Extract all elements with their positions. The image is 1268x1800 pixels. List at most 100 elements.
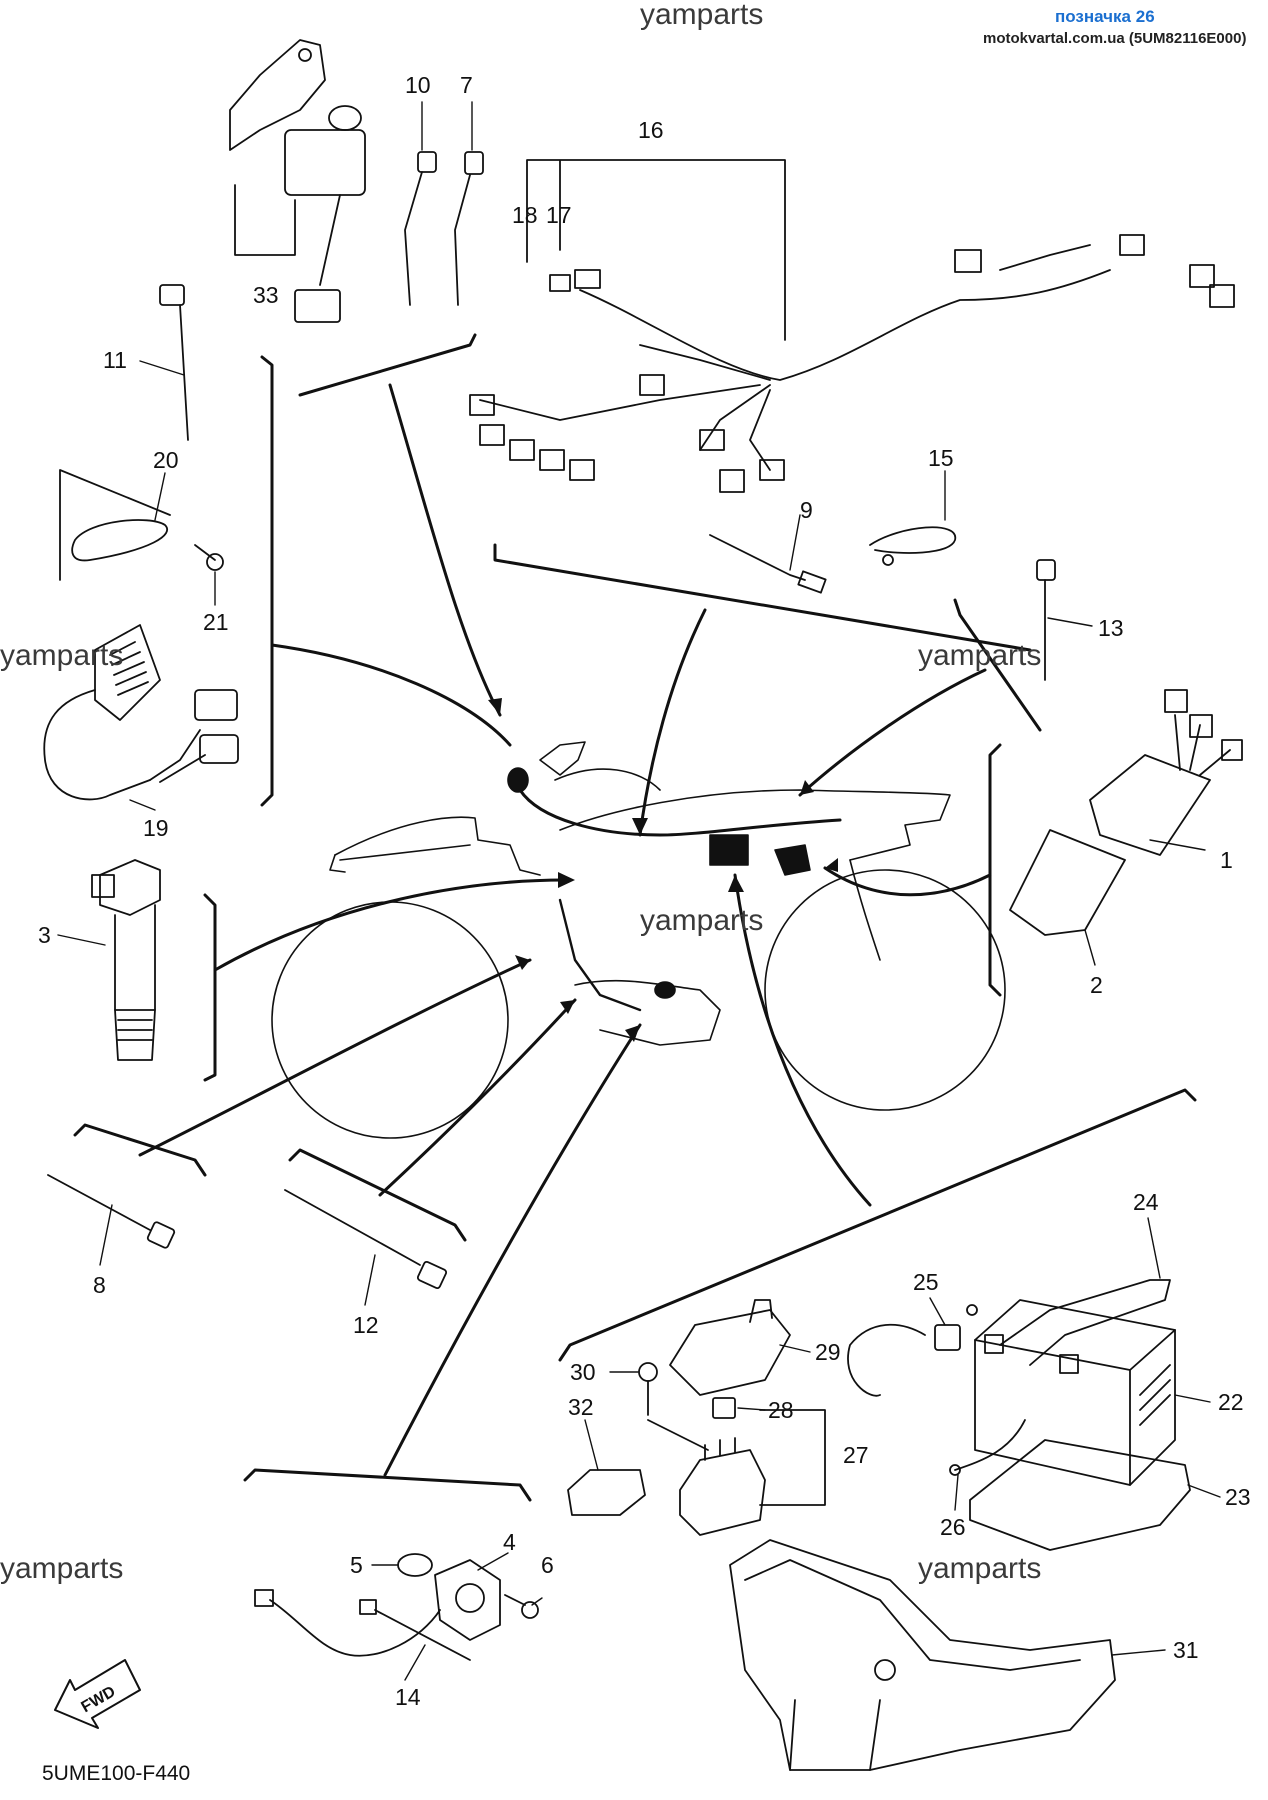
leader-c3 [57, 934, 106, 946]
main-harness-route [518, 788, 842, 837]
cover-tab [749, 1299, 773, 1323]
bolt-21-head [206, 553, 224, 571]
cdi-body [1089, 754, 1211, 856]
tie-strap [404, 171, 423, 306]
battery-box [974, 1299, 1176, 1486]
bracket-8 [73, 1123, 207, 1177]
part-30-bolt [638, 1362, 709, 1451]
part-13-cable-tie [1036, 559, 1056, 681]
leader-c13 [1047, 617, 1093, 627]
tie-head [797, 570, 827, 594]
part-7-cable-tie [454, 151, 484, 306]
leader-c26 [954, 1474, 959, 1511]
part-32-relay [567, 1469, 646, 1516]
callout-leaders [57, 101, 1221, 1681]
leader-lines [73, 333, 1197, 1502]
leader-14-to-bike [383, 1023, 642, 1477]
arrow-9 [728, 875, 744, 892]
bracket-14 [243, 1468, 532, 1502]
arrow-1 [488, 698, 502, 715]
leader-c2 [1084, 929, 1096, 966]
callout-32: 32 [568, 1394, 594, 1420]
header-link[interactable]: позначка 26 [1055, 7, 1155, 26]
lead-wire [269, 1599, 441, 1657]
part-2-cdi-cover [1009, 829, 1126, 936]
bracket-plate [229, 39, 326, 151]
tie-strap [374, 1609, 471, 1661]
bolt-head [638, 1362, 658, 1382]
part-25-lead [847, 1304, 978, 1397]
callout-28: 28 [768, 1397, 794, 1423]
tie-head [159, 284, 185, 306]
callout-6: 6 [541, 1552, 554, 1578]
leader-c1 [1149, 839, 1206, 851]
box-outline [729, 1539, 1116, 1771]
coil-connector [91, 874, 115, 898]
motorcycle-outline [271, 741, 1006, 1139]
cdi-conn-3 [1221, 739, 1243, 761]
rectifier-conn-1 [194, 689, 238, 721]
tie-head [146, 1221, 176, 1249]
screw-shank [504, 1594, 526, 1606]
bolt-21 [194, 544, 216, 561]
harness-conn-1 [574, 269, 601, 289]
arrow-7 [560, 1000, 575, 1014]
fuse-body [712, 1397, 736, 1419]
header-source: motokvartal.com.ua (5UM82116E000) [983, 30, 1246, 47]
pad-outline [969, 1439, 1191, 1551]
lead-eye [966, 1304, 978, 1316]
lead-eye [949, 1464, 961, 1476]
part-10-cable-tie [404, 151, 437, 306]
tie-head [1036, 559, 1056, 581]
arrow-5 [558, 872, 575, 888]
leader-c12 [364, 1254, 376, 1306]
harness-branch-b [699, 384, 771, 451]
tie-strap [47, 1174, 151, 1231]
watermark-right-mid: yamparts [918, 639, 1041, 672]
callout-9: 9 [800, 497, 813, 523]
front-wheel-outline [764, 869, 1006, 1111]
relay-body [567, 1469, 646, 1516]
texts: yamparts позначка 26 motokvartal.com.ua … [0, 0, 1251, 1785]
lead-connector-2 [359, 1599, 377, 1615]
headlight-bracket [539, 741, 586, 776]
box-inner [744, 1559, 1081, 1671]
lead-block [934, 1324, 961, 1351]
part-31-battery-box [729, 1539, 1116, 1771]
harness-conn-14 [1189, 264, 1215, 288]
leader-12-to-bike [378, 998, 577, 1197]
sensor-flange [434, 1559, 501, 1641]
harness-conn-7 [569, 459, 595, 481]
part-27-starter-relay [679, 1409, 826, 1536]
part-16-wire-harness [469, 159, 1235, 493]
harness-trunk [579, 269, 1111, 381]
callout-13: 13 [1098, 615, 1124, 641]
rectifier-fins [109, 641, 149, 696]
callout-11: 11 [103, 347, 127, 373]
relay-terminals [704, 1437, 736, 1461]
callout-33: 33 [253, 282, 279, 308]
harness-conn-3 [469, 394, 495, 416]
harness-conn-8 [639, 374, 665, 396]
callout-12: 12 [353, 1312, 379, 1338]
callout-27: 27 [843, 1442, 869, 1468]
rear-fender-outline [334, 816, 541, 876]
leader-c22 [1174, 1394, 1211, 1403]
relay-33-leader [234, 184, 296, 256]
part-9-cable-tie [709, 534, 827, 594]
callout-31: 31 [1173, 1637, 1199, 1663]
callout-18: 18 [512, 202, 538, 228]
cdi-conn-2 [1189, 714, 1213, 738]
callout-1: 1 [1220, 847, 1233, 873]
arrow-8 [625, 1025, 640, 1042]
battery-location-block [709, 834, 749, 866]
part-29-relay-cover [669, 1299, 791, 1396]
part-12-cable-tie [284, 1189, 448, 1290]
tie-strap [179, 304, 189, 441]
leader-1-2-to-bike [823, 866, 992, 897]
harness-conn-10 [719, 469, 745, 493]
leader-c9 [789, 514, 801, 571]
leader-c4 [477, 1552, 509, 1571]
clamp-loop [71, 519, 168, 562]
leader-c32 [584, 1419, 599, 1471]
